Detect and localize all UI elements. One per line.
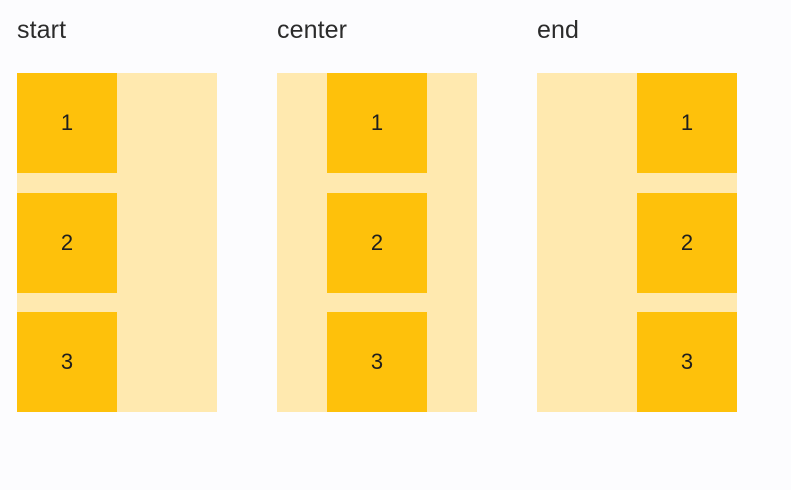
- flex-item: 3: [637, 312, 737, 412]
- demo-column-start: start 1 2 3: [17, 0, 217, 412]
- flex-item-label: 1: [680, 110, 694, 135]
- column-label-start: start: [17, 16, 67, 44]
- column-label-center: center: [277, 16, 348, 44]
- flex-item-label: 2: [680, 229, 694, 255]
- flex-item: 2: [327, 192, 427, 293]
- flex-container-center: 1 2 3: [277, 73, 477, 412]
- flex-item-label: 3: [680, 349, 694, 374]
- flex-container-start: 1 2 3: [17, 73, 217, 412]
- flex-item: 3: [17, 312, 117, 412]
- flex-item: 2: [17, 192, 117, 293]
- flex-item-label: 3: [60, 349, 74, 374]
- flex-item-label: 1: [370, 110, 384, 135]
- flex-item: 1: [637, 73, 737, 173]
- demo-column-center: center 1 2 3: [277, 0, 477, 412]
- flex-item-label: 1: [60, 110, 74, 135]
- flex-item-label: 2: [370, 229, 384, 255]
- flex-item: 3: [327, 312, 427, 412]
- flex-item: 2: [637, 192, 737, 293]
- demo-column-end: end 1 2 3: [537, 0, 737, 412]
- flex-item: 1: [327, 73, 427, 173]
- flex-item-label: 3: [370, 349, 384, 374]
- flex-item: 1: [17, 73, 117, 173]
- column-label-end: end: [537, 16, 580, 44]
- flex-container-end: 1 2 3: [537, 73, 737, 412]
- flex-item-label: 2: [60, 229, 74, 255]
